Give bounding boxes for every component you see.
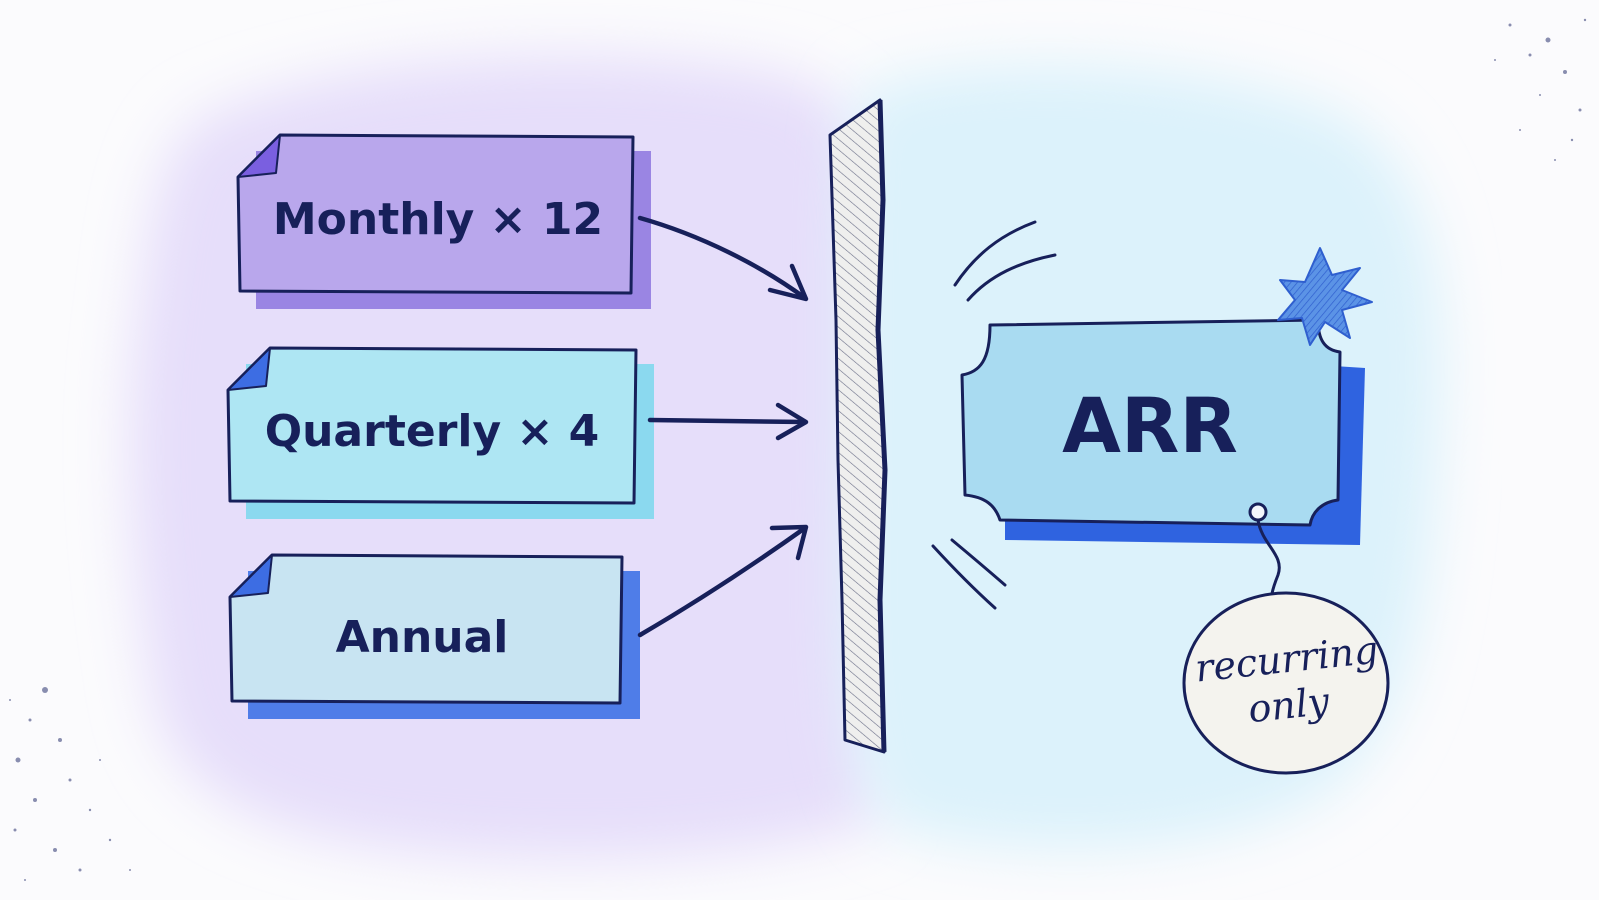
input-card-label: Monthly × 12 <box>273 194 603 245</box>
spark-star-icon <box>1277 247 1373 346</box>
input-card-2: Quarterly × 4 <box>226 346 654 519</box>
tag-circle <box>1182 591 1390 775</box>
input-card-label: Quarterly × 4 <box>265 406 600 457</box>
motion-lines <box>931 220 1057 610</box>
tag-line-2: only <box>1246 679 1332 731</box>
speckles <box>9 18 1587 881</box>
input-card-3: Annual <box>228 553 640 719</box>
output-label: ARR <box>1062 381 1238 470</box>
input-card-1: Monthly × 12 <box>236 133 651 309</box>
input-card-label: Annual <box>336 612 509 663</box>
arrow-quarterly <box>647 402 809 441</box>
arrows <box>637 215 809 638</box>
folded-corner-icon <box>229 554 273 598</box>
output-card-body <box>960 318 1342 527</box>
filter-wall <box>828 98 888 754</box>
input-cards: Monthly × 12 Quarterly × 4 Annual <box>226 133 654 719</box>
folded-corner-icon <box>237 134 281 178</box>
output-card: ARR <box>960 318 1365 545</box>
arrow-monthly <box>637 215 809 302</box>
folded-corner-icon <box>227 347 271 391</box>
recurring-tag: recurring only <box>1182 502 1390 775</box>
arrow-annual <box>637 524 809 638</box>
